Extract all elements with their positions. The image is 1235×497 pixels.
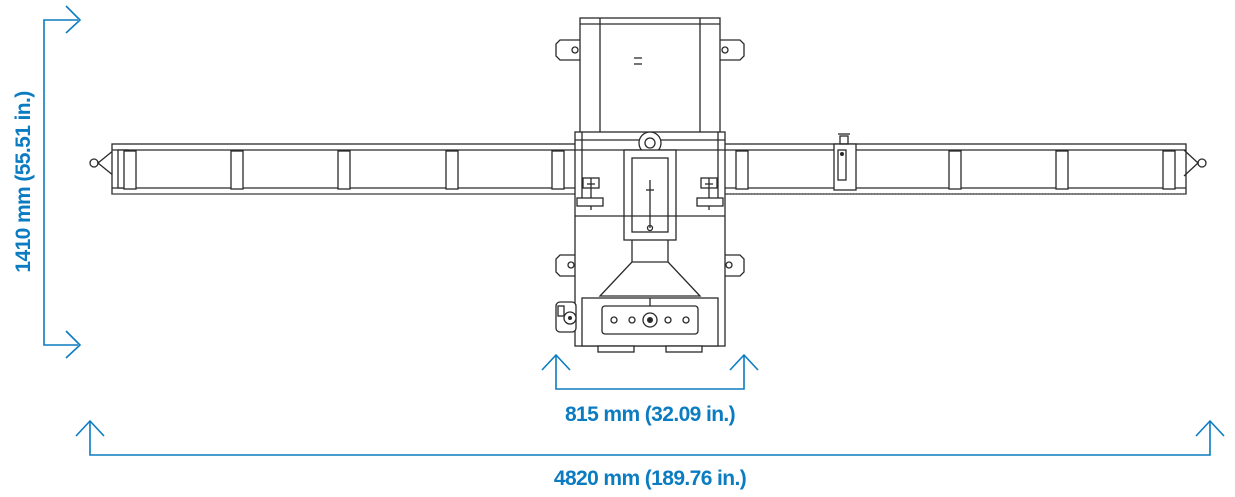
inner-width-right-arrow — [729, 353, 759, 371]
overall-width-dimension-label: 4820 mm (189.76 in.) — [554, 467, 746, 490]
right-conveyor-arm — [721, 133, 1207, 195]
right-rollers — [735, 150, 1176, 190]
overall-width-dimension: 4820 mm (189.76 in.) — [75, 419, 1225, 490]
length-stop-clamp — [833, 133, 857, 191]
overall-width-dimension-line — [89, 422, 1211, 456]
height-dimension: 1410 mm (55.51 in.) — [12, 5, 82, 359]
height-top-arrow — [65, 5, 82, 34]
inner-width-dimension: 815 mm (32.09 in.) — [541, 353, 759, 426]
indicator-light-2 — [628, 316, 636, 324]
side-control-device — [555, 301, 577, 333]
indicator-light-3 — [664, 316, 672, 324]
back-hood — [579, 17, 721, 139]
indicator-light-4 — [682, 316, 690, 324]
inner-width-left-arrow — [541, 353, 571, 371]
left-clamp — [576, 177, 604, 210]
right-end-eye — [1197, 158, 1207, 168]
height-bottom-arrow — [65, 330, 82, 359]
inner-width-dimension-line — [555, 356, 745, 390]
overall-width-right-arrow — [1195, 419, 1225, 437]
chip-chute — [598, 240, 702, 297]
height-dimension-label: 1410 mm (55.51 in.) — [12, 91, 35, 272]
left-conveyor-arm — [89, 143, 579, 195]
indicator-light-1 — [610, 316, 618, 324]
right-clamp — [696, 177, 724, 210]
left-rollers — [123, 150, 565, 190]
height-dimension-line — [43, 19, 78, 346]
inner-width-dimension-label: 815 mm (32.09 in.) — [565, 403, 735, 426]
left-end-eye — [89, 158, 99, 168]
center-machine — [555, 17, 745, 353]
overall-width-left-arrow — [75, 419, 105, 437]
